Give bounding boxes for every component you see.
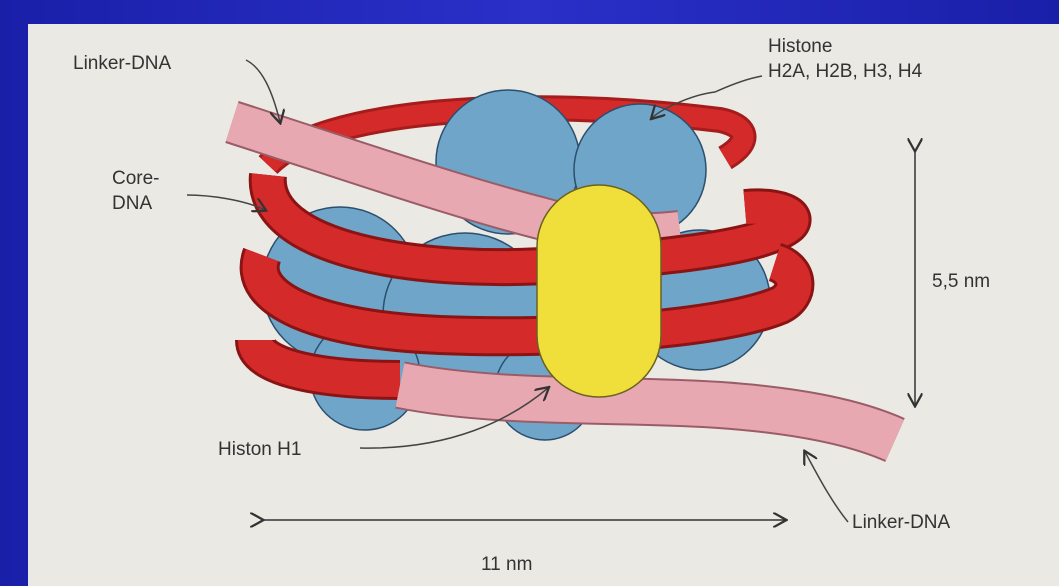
- label-linker-dna-top: Linker-DNA: [73, 53, 172, 74]
- label-core-dna-line1: Core-: [112, 168, 160, 189]
- label-histone-h1: Histon H1: [218, 439, 301, 460]
- label-histone-core-line1: Histone: [768, 36, 832, 57]
- histone-core-leader: [715, 76, 762, 92]
- label-height-dimension: 5,5 nm: [932, 271, 990, 292]
- label-core-dna-line2: DNA: [112, 193, 152, 214]
- label-histone-core-line2: H2A, H2B, H3, H4: [768, 61, 923, 82]
- histone-h1-shape: [537, 185, 661, 397]
- label-linker-dna-bottom: Linker-DNA: [852, 512, 951, 533]
- linker-dna-lower: [400, 385, 895, 440]
- linker-dna-bottom-leader: [805, 452, 848, 522]
- label-width-dimension: 11 nm: [481, 554, 532, 575]
